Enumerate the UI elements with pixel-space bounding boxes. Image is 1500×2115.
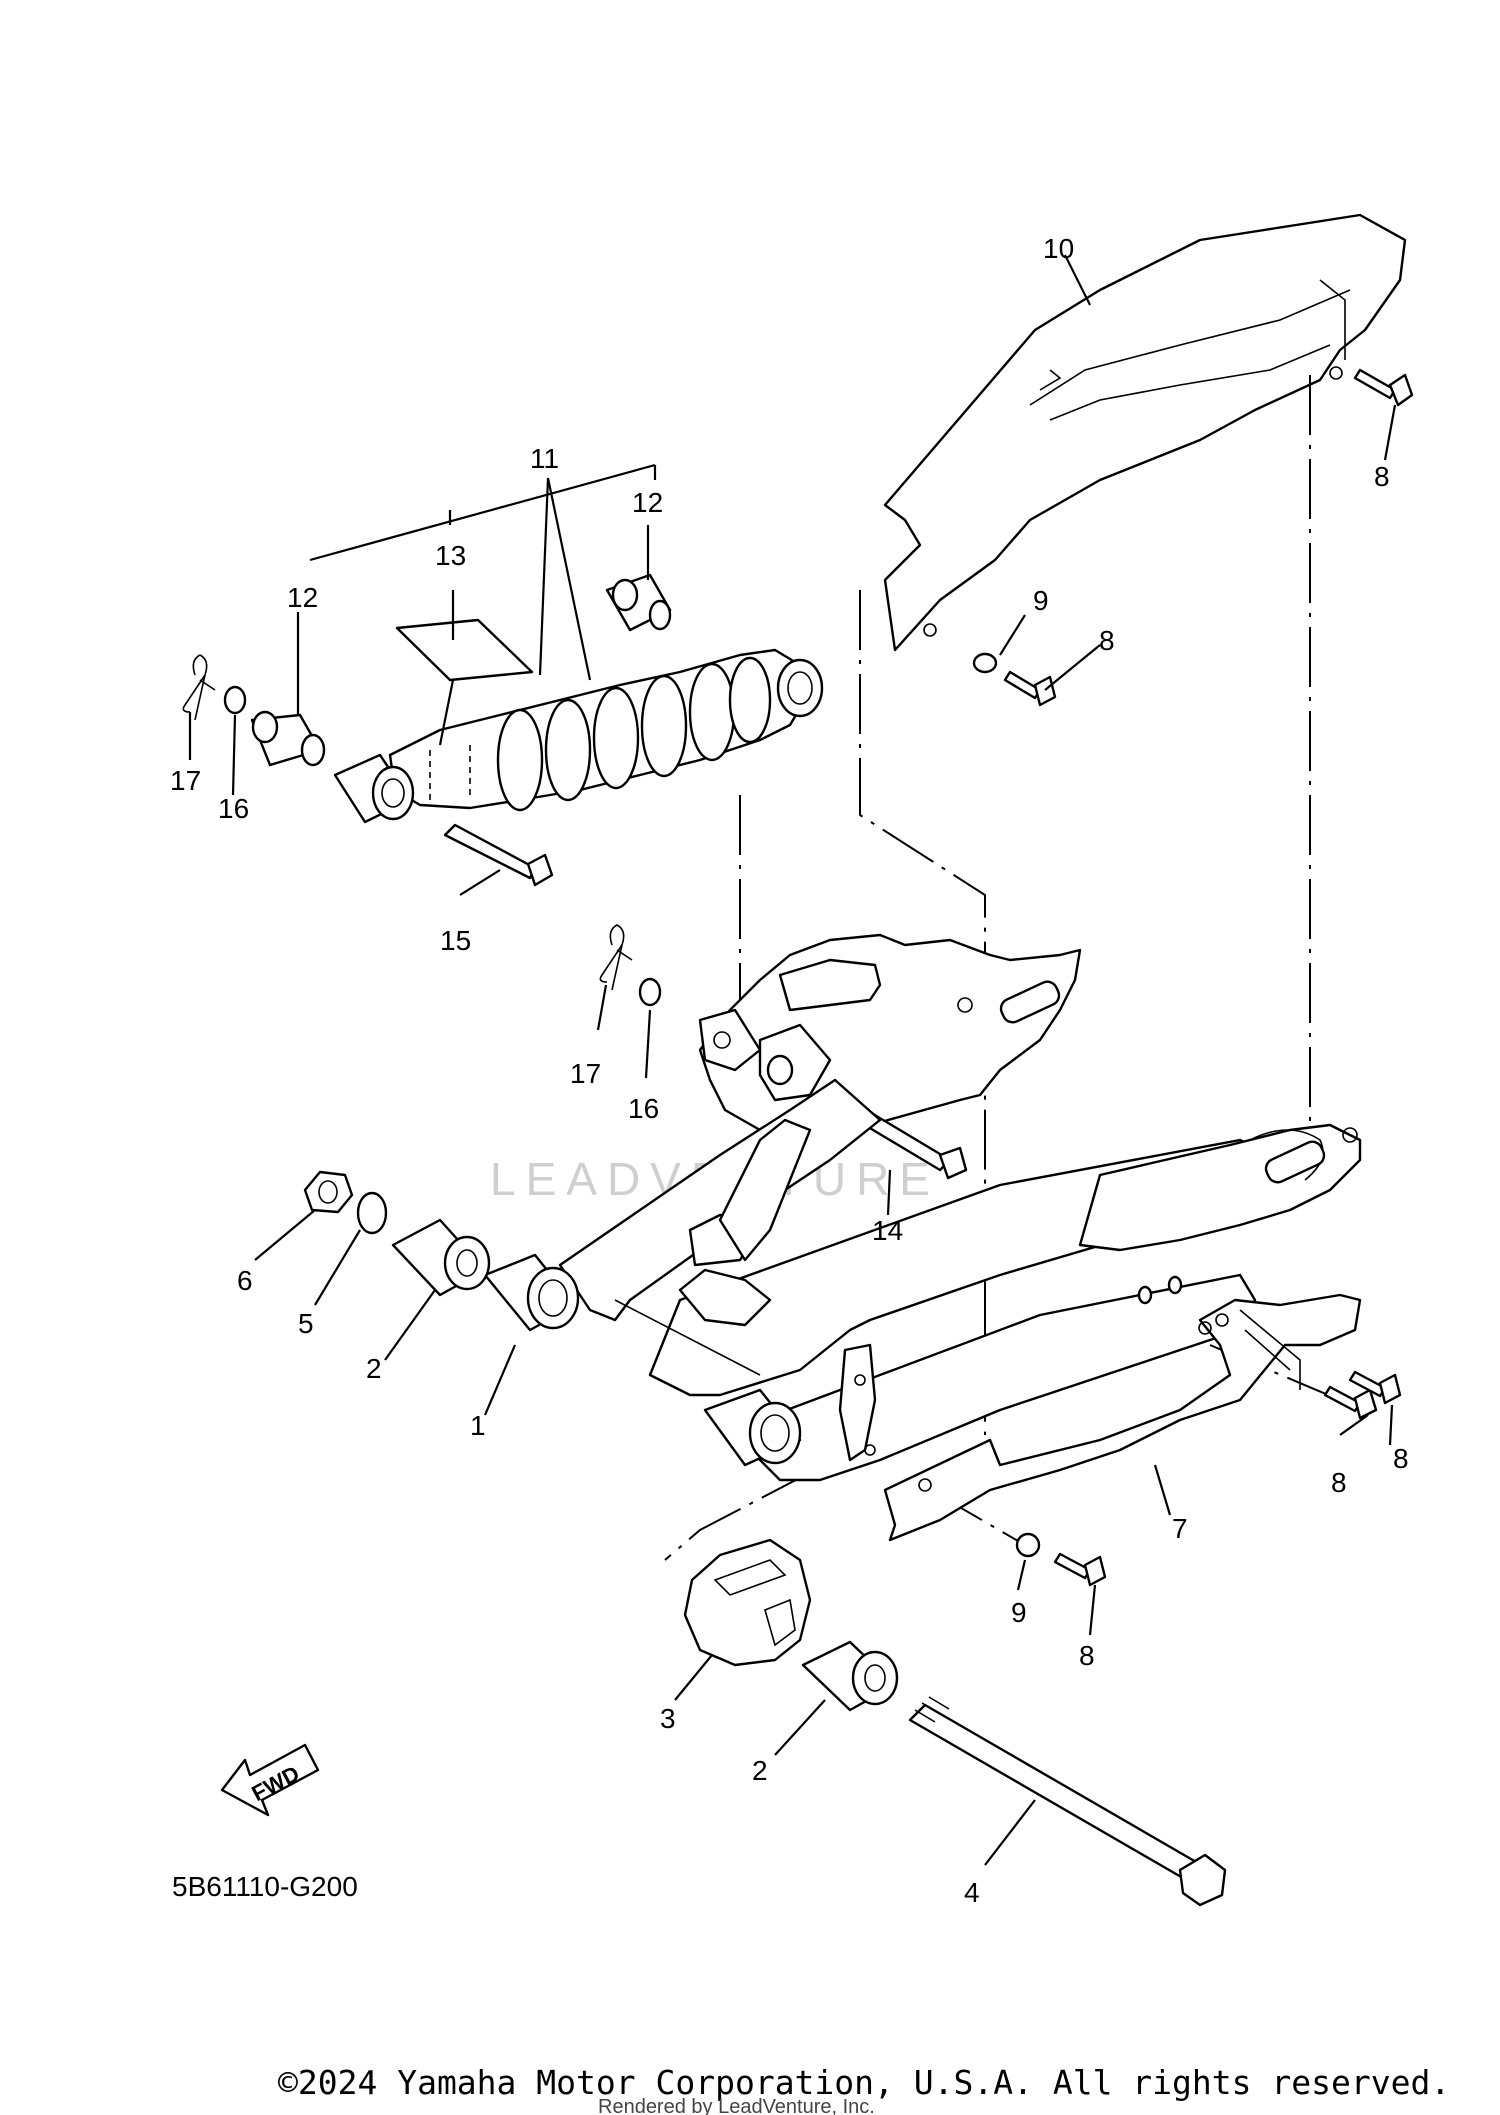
callout-3[interactable]: 3 xyxy=(660,1703,676,1734)
callout-14[interactable]: 14 xyxy=(872,1215,903,1246)
leader-lines xyxy=(188,254,1397,1866)
relay-arm-assembly[interactable] xyxy=(698,933,1082,1142)
callout-16-upper[interactable]: 16 xyxy=(218,793,249,824)
assembly-line-cover-left xyxy=(859,590,986,1435)
callout-8-guide-right[interactable]: 8 xyxy=(1331,1467,1347,1498)
assembly-line-pivot xyxy=(664,1469,816,1561)
fwd-arrow-icon: FWD xyxy=(220,1743,320,1817)
bolt-part-8-guide-far[interactable] xyxy=(1348,1370,1402,1405)
callout-numbers: 1 2 2 3 4 5 6 7 8 8 8 8 8 9 9 10 11 12 1… xyxy=(170,233,1409,1908)
cotter-pin-part-17-upper[interactable] xyxy=(182,654,216,721)
bolt-part-8-guide-lower[interactable] xyxy=(1053,1552,1107,1587)
swing-arm-part-1[interactable] xyxy=(483,1078,1362,1482)
washer-part-16-upper[interactable] xyxy=(223,685,247,715)
callout-8-guide-far[interactable]: 8 xyxy=(1393,1443,1409,1474)
callout-2-upper[interactable]: 2 xyxy=(366,1353,382,1384)
callout-12-right[interactable]: 12 xyxy=(632,487,663,518)
callout-8-cover-mid[interactable]: 8 xyxy=(1099,625,1115,656)
rear-shock-part-11[interactable] xyxy=(388,648,824,812)
washer-part-16-lower[interactable] xyxy=(638,977,662,1007)
callout-6[interactable]: 6 xyxy=(237,1265,253,1296)
diagram-code: 5B61110-G200 xyxy=(172,1871,358,1902)
chain-cover-part-10[interactable] xyxy=(883,213,1407,652)
washer-part-9-guide[interactable] xyxy=(1015,1532,1041,1558)
label-part-13[interactable] xyxy=(395,618,534,682)
bolt-part-8-cover-top[interactable] xyxy=(1353,368,1414,407)
copyright-text: ©2024 Yamaha Motor Corporation, U.S.A. A… xyxy=(278,2063,1450,2102)
shock-collar[interactable] xyxy=(333,753,415,824)
callout-5[interactable]: 5 xyxy=(298,1308,314,1339)
nut-part-6[interactable] xyxy=(303,1170,354,1214)
callout-17-upper[interactable]: 17 xyxy=(170,765,201,796)
buffer-part-3[interactable] xyxy=(683,1538,812,1667)
callout-1[interactable]: 1 xyxy=(470,1410,486,1441)
callout-9-cover[interactable]: 9 xyxy=(1033,585,1049,616)
washer-part-9-cover[interactable] xyxy=(972,652,998,674)
callout-7[interactable]: 7 xyxy=(1172,1513,1188,1544)
callout-11[interactable]: 11 xyxy=(530,443,559,474)
callout-12-left[interactable]: 12 xyxy=(287,582,318,613)
callout-17-lower[interactable]: 17 xyxy=(570,1058,601,1089)
callout-10[interactable]: 10 xyxy=(1043,233,1074,264)
bushing-part-2-lower[interactable] xyxy=(801,1640,899,1712)
callout-16-lower[interactable]: 16 xyxy=(628,1093,659,1124)
callout-13[interactable]: 13 xyxy=(435,540,466,571)
callout-2-lower[interactable]: 2 xyxy=(752,1755,768,1786)
bushing-part-12-upper[interactable] xyxy=(605,573,672,632)
callout-8-guide-lower[interactable]: 8 xyxy=(1079,1640,1095,1671)
chain-guide-part-7[interactable] xyxy=(883,1293,1362,1542)
rendered-by-text: Rendered by LeadVenture, Inc. xyxy=(598,2096,875,2115)
callout-9-guide[interactable]: 9 xyxy=(1011,1597,1027,1628)
bolt-part-8-guide-right[interactable] xyxy=(1323,1385,1378,1420)
washer-part-5[interactable] xyxy=(356,1191,388,1235)
bolt-part-15[interactable] xyxy=(443,823,554,887)
bushing-part-12-lower[interactable] xyxy=(250,710,326,767)
callout-8-cover-top[interactable]: 8 xyxy=(1374,461,1390,492)
pivot-shaft-part-4[interactable] xyxy=(908,1696,1227,1907)
cotter-pin-part-17-lower[interactable] xyxy=(599,924,633,991)
callout-15[interactable]: 15 xyxy=(440,925,471,956)
callout-4[interactable]: 4 xyxy=(964,1877,980,1908)
bushing-part-2-upper[interactable] xyxy=(391,1218,491,1297)
bolt-part-8-cover-mid[interactable] xyxy=(1003,670,1057,707)
